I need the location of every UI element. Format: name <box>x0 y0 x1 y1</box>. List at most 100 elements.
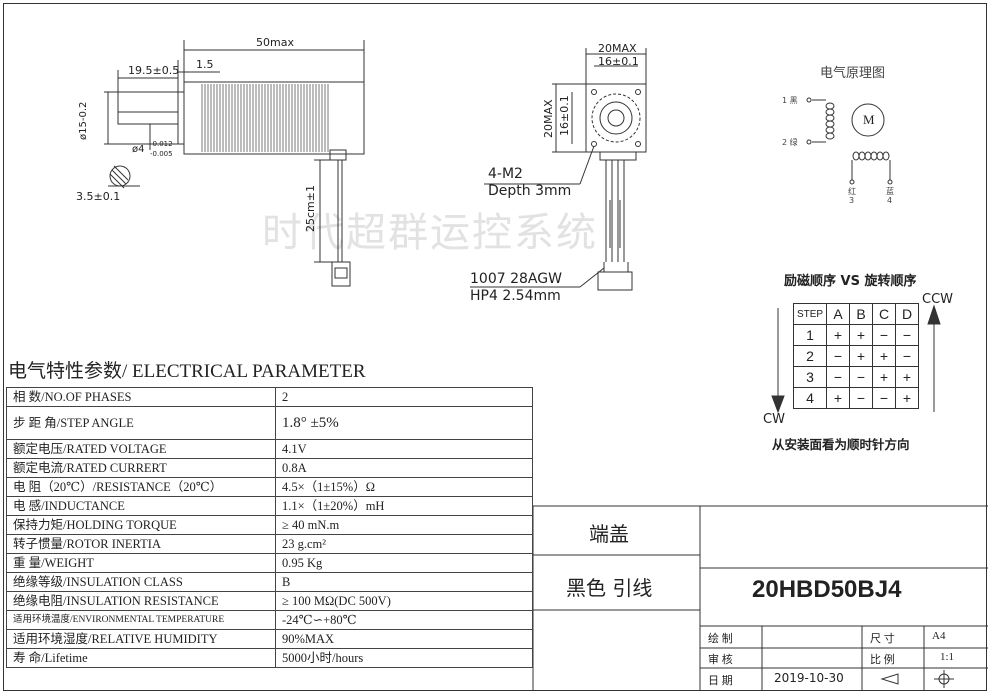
param-label: 适用环境温度/ENVIRONMENTAL TEMPERATURE <box>6 610 276 630</box>
step-row: 2 − + + − <box>793 345 919 367</box>
schematic-pin1: 1 黑 <box>782 96 798 105</box>
step-table-header: STEP A B C D <box>793 303 919 325</box>
dim-shaft-length: 19.5±0.5 <box>128 64 180 77</box>
step-cell: − <box>895 324 919 346</box>
coil-loop <box>876 151 884 161</box>
step-cell: 3 <box>793 366 827 388</box>
step-cell: + <box>872 345 896 367</box>
param-label: 额定电压/RATED VOLTAGE <box>6 439 276 459</box>
coil-loop <box>825 108 835 116</box>
coil-loop <box>870 151 878 161</box>
scale-label: 比 例 <box>870 654 895 666</box>
motor-symbol-label: M <box>863 112 875 127</box>
coil-loop <box>858 151 866 161</box>
step-header: A <box>826 303 850 325</box>
dim-shaft-dia: ø4 <box>132 144 145 155</box>
param-value: 23 g.cm² <box>275 534 533 554</box>
model-number: 20HBD50BJ4 <box>752 576 902 603</box>
step-cell: 1 <box>793 324 827 346</box>
param-label: 步 距 角/STEP ANGLE <box>6 406 276 440</box>
front-connector <box>597 271 633 291</box>
step-cell: 4 <box>793 387 827 409</box>
param-value: -24℃∽+80℃ <box>275 610 533 630</box>
param-value: 4.5×（1±15%）Ω <box>275 477 533 497</box>
param-value: 90%MAX <box>275 629 533 649</box>
cw-label: CW <box>763 412 785 427</box>
checked-label: 审 核 <box>708 654 733 666</box>
step-header: C <box>872 303 896 325</box>
dim-hole-spacing-v: 16±0.1 <box>558 95 571 136</box>
scale-value: 1:1 <box>940 651 955 663</box>
motor-boss <box>177 91 185 145</box>
coil-loop <box>825 102 835 110</box>
params-title: 电气特性参数/ ELECTRICAL PARAMETER <box>8 361 366 382</box>
step-cell: − <box>849 366 873 388</box>
dim-boss-depth: 1.5 <box>196 58 214 71</box>
param-label: 绝缘电阻/INSULATION RESISTANCE <box>6 591 276 611</box>
param-label: 相 数/NO.OF PHASES <box>6 387 276 407</box>
schematic-title: 电气原理图 <box>820 65 886 80</box>
step-row: 4 + − − + <box>793 387 919 409</box>
param-value: 1.1×（1±20%）mH <box>275 496 533 516</box>
schematic-pin2: 2 绿 <box>782 138 798 147</box>
size-label: 尺 寸 <box>870 633 895 645</box>
param-value: ≥ 40 mN.m <box>275 515 533 535</box>
coil-loop <box>882 151 890 161</box>
date-label: 日 期 <box>708 675 733 687</box>
step-cell: − <box>895 345 919 367</box>
step-cell: + <box>826 324 850 346</box>
param-row: 适用环境温度/ENVIRONMENTAL TEMPERATURE-24℃∽+80… <box>6 610 533 630</box>
step-cell: + <box>849 345 873 367</box>
dim-flat: 3.5±0.1 <box>76 190 121 203</box>
step-cell: − <box>872 387 896 409</box>
sequence-title: 励磁顺序 VS 旋转顺序 <box>784 274 917 289</box>
step-header: B <box>849 303 873 325</box>
end-cap-label: 端盖 <box>589 522 629 546</box>
step-row: 3 − − + + <box>793 366 919 388</box>
dim-hole-spacing: 16±0.1 <box>598 55 639 68</box>
mount-holes-label: 4-M2 <box>488 166 523 182</box>
param-label: 寿 命/Lifetime <box>6 648 276 668</box>
coil-loop <box>825 126 835 134</box>
step-cell: + <box>826 387 850 409</box>
schematic-pin3: 红 <box>848 187 856 196</box>
motor-body <box>183 81 365 155</box>
projection-cone <box>880 673 899 685</box>
step-cell: + <box>895 366 919 388</box>
param-row: 电 阻（20℃）/RESISTANCE（20℃）4.5×（1±15%）Ω <box>6 477 533 497</box>
step-row: 1 + + − − <box>793 324 919 346</box>
param-label: 电 感/INDUCTANCE <box>6 496 276 516</box>
dim-total-length: 50max <box>256 36 294 49</box>
wire-spec-label: 1007 28AGW <box>470 271 562 287</box>
param-label: 保持力矩/HOLDING TORQUE <box>6 515 276 535</box>
param-label: 转子惯量/ROTOR INERTIA <box>6 534 276 554</box>
lead-color-label: 黑色 引线 <box>566 576 653 600</box>
dim-width-max: 20MAX <box>598 42 637 55</box>
param-value: 2 <box>275 387 533 407</box>
ccw-label: CCW <box>922 292 954 307</box>
dim-lead-length: 25cm±1 <box>304 185 317 232</box>
step-cell: 2 <box>793 345 827 367</box>
param-value: 1.8° ±5% <box>275 406 533 440</box>
param-value: B <box>275 572 533 592</box>
size-value: A4 <box>932 630 946 642</box>
watermark: 时代超群运控系统 <box>262 210 598 256</box>
param-row: 保持力矩/HOLDING TORQUE≥ 40 mN.m <box>6 515 533 535</box>
step-header: D <box>895 303 919 325</box>
date-value: 2019-10-30 <box>774 671 844 685</box>
param-label: 适用环境湿度/RELATIVE HUMIDITY <box>6 629 276 649</box>
sequence-footer: 从安装面看为顺时针方向 <box>772 437 910 452</box>
param-label: 电 阻（20℃）/RESISTANCE（20℃） <box>6 477 276 497</box>
param-label: 额定电流/RATED CURRERT <box>6 458 276 478</box>
motor-symbol <box>851 103 885 137</box>
schematic-pin4-number: 4 <box>887 196 893 205</box>
